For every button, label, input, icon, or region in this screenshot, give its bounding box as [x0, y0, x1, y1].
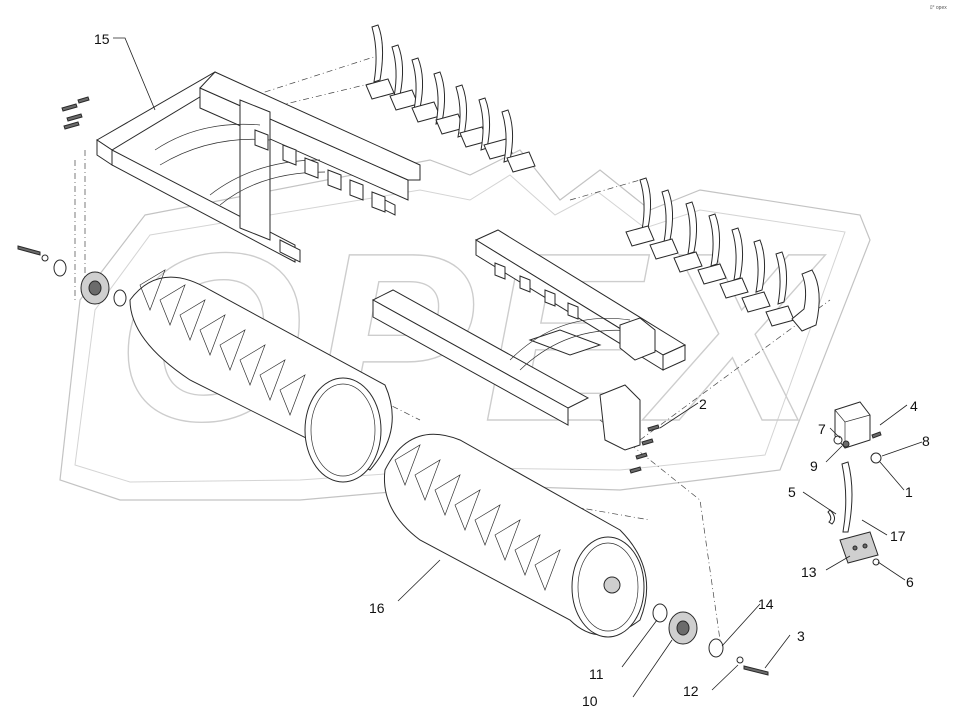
part-label-11: 11	[589, 666, 604, 682]
roller-right	[383, 433, 648, 638]
part-label-17: 17	[890, 528, 906, 544]
right-bearing-assembly	[652, 603, 769, 676]
left-bearing-assembly	[17, 245, 127, 307]
tine-group-lower	[625, 177, 820, 332]
part-label-15: 15	[94, 31, 110, 47]
lower-frame	[371, 229, 687, 451]
part-label-10: 10	[582, 693, 598, 709]
upper-frame-brackets	[254, 129, 386, 213]
leader-lines	[113, 37, 923, 698]
tine-group-upper	[365, 24, 536, 173]
part-label-4: 4	[910, 398, 918, 414]
part-label-14: 14	[758, 596, 774, 612]
part-number-labels: 15 2 4 7 8 9 1 5 17 13 6 14 16 3 11 12 1…	[94, 31, 930, 709]
part-label-8: 8	[922, 433, 930, 449]
roller-left	[129, 269, 393, 483]
upper-frame	[96, 71, 421, 263]
part-label-16: 16	[369, 600, 385, 616]
part-label-3: 3	[797, 628, 805, 644]
part-label-7: 7	[818, 421, 826, 437]
part-label-13: 13	[801, 564, 817, 580]
tine-holder-assembly	[827, 401, 882, 566]
bolt-set-frame	[629, 424, 660, 474]
part-label-12: 12	[683, 683, 699, 699]
part-label-9: 9	[810, 458, 818, 474]
part-label-2: 2	[699, 396, 707, 412]
part-label-1: 1	[905, 484, 913, 500]
part-label-5: 5	[788, 484, 796, 500]
bolt-set-upper-left	[61, 96, 90, 130]
part-label-6: 6	[906, 574, 914, 590]
corner-mark: ﾛ° opex	[930, 5, 947, 11]
